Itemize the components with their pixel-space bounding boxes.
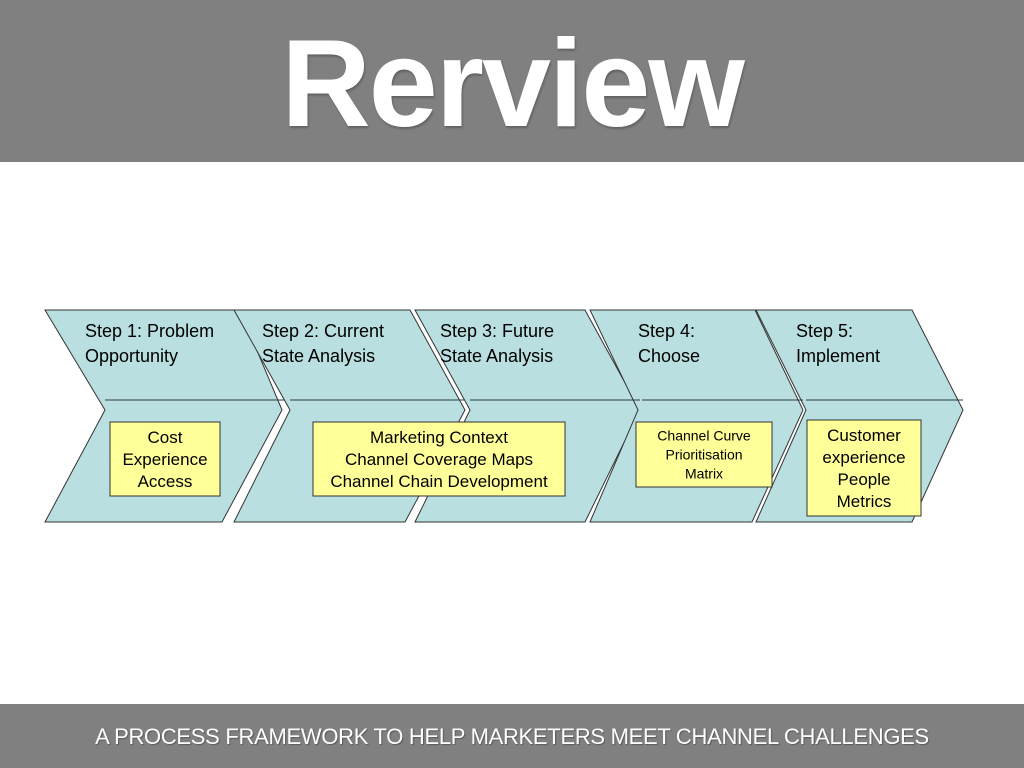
step-title-line: Step 1: Problem <box>85 321 214 341</box>
step-title-line: Step 4: <box>638 321 695 341</box>
slide-subtitle: A PROCESS FRAMEWORK TO HELP MARKETERS ME… <box>95 724 929 749</box>
step-title-line: Step 5: <box>796 321 853 341</box>
step-title-line: Step 3: Future <box>440 321 554 341</box>
step-5-box-line: experience <box>822 448 905 467</box>
step-5-box-line: People <box>838 470 891 489</box>
step-4-box-rect <box>635 421 773 488</box>
step-4-box-line: Channel Curve <box>657 427 751 443</box>
step-5-box-line: Customer <box>827 426 901 445</box>
shared-step-2-3-box-line: Channel Chain Development <box>330 472 548 491</box>
step-4-box-line: Prioritisation <box>665 446 742 462</box>
step-title-line: State Analysis <box>440 346 553 366</box>
step-title-5: Step 5: Implement <box>796 321 880 366</box>
step-1-box-rect <box>109 421 221 497</box>
step-title-line: State Analysis <box>262 346 375 366</box>
step-4-box-line: Matrix <box>685 465 723 481</box>
step-5-box-line: Metrics <box>837 492 892 511</box>
footer-banner: A PROCESS FRAMEWORK TO HELP MARKETERS ME… <box>0 704 1024 768</box>
slide-title: Rerview <box>281 15 745 153</box>
step-title-line: Opportunity <box>85 346 178 366</box>
step-5-box-rect <box>806 419 922 517</box>
step-1-box-line: Experience <box>122 450 207 469</box>
shared-step-2-3-box-line: Channel Coverage Maps <box>345 450 533 469</box>
step-title-4: Step 4: Choose <box>638 321 700 366</box>
shared-step-2-3-box-rect <box>312 421 566 497</box>
step-title-line: Step 2: Current <box>262 321 384 341</box>
step-title-line: Choose <box>638 346 700 366</box>
shared-step-2-3-box-line: Marketing Context <box>370 428 508 447</box>
step-1-box-line: Cost <box>148 428 183 447</box>
step-title-line: Implement <box>796 346 880 366</box>
step-1-box-line: Access <box>138 472 193 491</box>
header-banner: Rerview <box>0 0 1024 162</box>
